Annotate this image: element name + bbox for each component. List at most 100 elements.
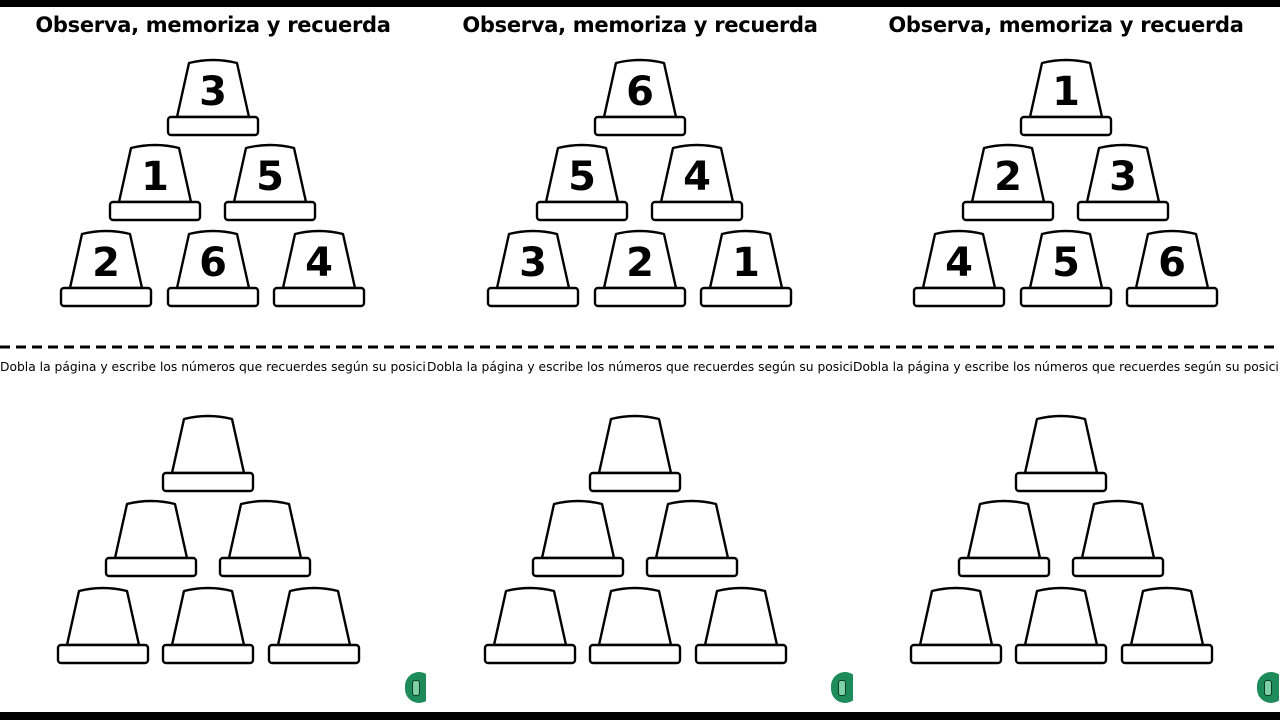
logo-badge-icon — [405, 672, 426, 703]
cup-icon — [535, 143, 629, 222]
numbered-cup: 6 — [1124, 228, 1220, 314]
numbered-cup: 4 — [911, 228, 1007, 314]
blank-cup — [1013, 413, 1109, 499]
blank-cup — [160, 413, 256, 499]
cup-icon — [694, 586, 788, 665]
cup-number: 1 — [732, 240, 760, 286]
logo-badge-icon — [1257, 672, 1279, 703]
cup-icon — [650, 143, 744, 222]
cup-icon — [588, 414, 682, 493]
blank-pyramid — [853, 0, 1279, 720]
cup-icon — [56, 586, 150, 665]
numbered-cup: 5 — [1018, 228, 1114, 314]
blank-pyramid — [427, 0, 853, 720]
cup-icon — [909, 586, 1003, 665]
blank-cup — [103, 498, 199, 584]
cup-icon — [1071, 499, 1165, 578]
cup-icon — [161, 414, 255, 493]
cup-icon — [588, 586, 682, 665]
cup-number: 5 — [1052, 240, 1080, 286]
cup-icon — [593, 58, 687, 137]
numbered-cup: 1 — [107, 142, 203, 228]
cup-icon — [272, 229, 366, 308]
cup-icon — [531, 499, 625, 578]
instruction-text: Dobla la página y escribe los números qu… — [0, 360, 426, 374]
numbered-cup: 3 — [485, 228, 581, 314]
blank-cup — [1013, 585, 1109, 671]
numbered-cup: 6 — [592, 57, 688, 143]
blank-cup — [530, 498, 626, 584]
cup-number: 2 — [994, 154, 1022, 200]
cup-icon — [957, 499, 1051, 578]
cup-icon — [218, 499, 312, 578]
cup-icon — [1014, 414, 1108, 493]
cup-number: 4 — [305, 240, 333, 286]
worksheet-title: Observa, memoriza y recuerda — [35, 13, 391, 37]
cup-icon — [161, 586, 255, 665]
cup-icon — [59, 229, 153, 308]
numbered-pyramid: 3 1 5 2 6 4 — [0, 0, 426, 720]
blank-cup — [217, 498, 313, 584]
cup-icon — [961, 143, 1055, 222]
instruction-text: Dobla la página y escribe los números qu… — [427, 360, 853, 374]
cup-icon — [699, 229, 793, 308]
numbered-cup: 6 — [165, 228, 261, 314]
cup-number: 3 — [519, 240, 547, 286]
cup-icon — [483, 586, 577, 665]
numbered-cup: 1 — [1018, 57, 1114, 143]
blank-cup — [1119, 585, 1215, 671]
cup-number: 1 — [141, 154, 169, 200]
numbered-cup: 2 — [960, 142, 1056, 228]
blank-cup — [587, 585, 683, 671]
cup-number: 1 — [1052, 69, 1080, 115]
blank-cup — [1070, 498, 1166, 584]
cup-number: 6 — [626, 69, 654, 115]
cup-icon — [104, 499, 198, 578]
cup-number: 6 — [1158, 240, 1186, 286]
cup-icon — [1120, 586, 1214, 665]
blank-cup — [55, 585, 151, 671]
cup-number: 2 — [92, 240, 120, 286]
blank-cup — [266, 585, 362, 671]
cup-icon — [166, 229, 260, 308]
blank-cup — [693, 585, 789, 671]
numbered-cup: 1 — [698, 228, 794, 314]
cup-number: 5 — [568, 154, 596, 200]
blank-pyramid — [0, 0, 426, 720]
logo-badge-icon — [831, 672, 853, 703]
cup-number: 4 — [683, 154, 711, 200]
cup-icon — [1019, 229, 1113, 308]
cup-number: 5 — [256, 154, 284, 200]
cup-number: 3 — [1109, 154, 1137, 200]
cup-icon — [1076, 143, 1170, 222]
cup-icon — [1019, 58, 1113, 137]
blank-cup — [644, 498, 740, 584]
cup-icon — [108, 143, 202, 222]
instruction-text: Dobla la página y escribe los números qu… — [853, 360, 1279, 374]
top-border — [0, 0, 1280, 7]
worksheet-title: Observa, memoriza y recuerda — [888, 13, 1244, 37]
numbered-cup: 5 — [222, 142, 318, 228]
worksheet-column-1: Observa, memoriza y recuerda 3 1 5 2 6 4 Dobl… — [0, 0, 426, 720]
numbered-cup: 3 — [1075, 142, 1171, 228]
blank-cup — [482, 585, 578, 671]
cup-number: 4 — [945, 240, 973, 286]
cup-icon — [1125, 229, 1219, 308]
numbered-cup: 2 — [58, 228, 154, 314]
blank-cup — [908, 585, 1004, 671]
numbered-cup: 4 — [649, 142, 745, 228]
worksheet-title: Observa, memoriza y recuerda — [462, 13, 818, 37]
cup-icon — [593, 229, 687, 308]
cup-icon — [486, 229, 580, 308]
cup-icon — [645, 499, 739, 578]
cup-icon — [267, 586, 361, 665]
cup-icon — [1014, 586, 1108, 665]
numbered-cup: 3 — [165, 57, 261, 143]
fold-line — [0, 345, 1280, 349]
cup-icon — [912, 229, 1006, 308]
cup-number: 6 — [199, 240, 227, 286]
numbered-cup: 5 — [534, 142, 630, 228]
